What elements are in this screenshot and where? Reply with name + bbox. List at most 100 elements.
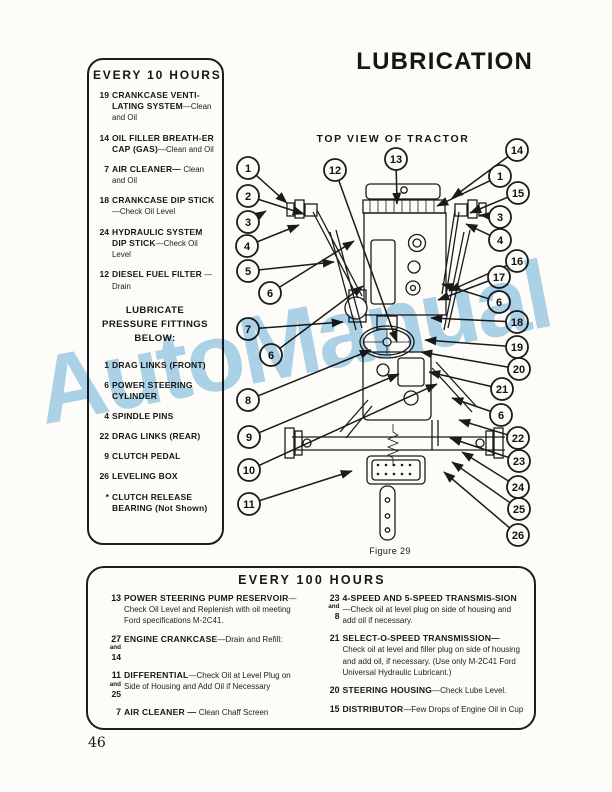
- callout-leader-line: [279, 285, 364, 349]
- callout-number: 1: [245, 163, 251, 175]
- callout-leader-line: [458, 418, 508, 436]
- callout-number: 19: [511, 342, 523, 354]
- service-item: 15 DISTRIBUTOR—Few Drops of Engine Oil i…: [319, 704, 525, 715]
- callout-leader-line: [258, 258, 335, 271]
- service-item: 7 AIR CLEANER — Clean Chaff Screen: [100, 707, 306, 718]
- fitting-item: 1 DRAG LINKS (FRONT): [93, 360, 217, 371]
- fittings-subheading: LUBRICATE PRESSURE FITTINGS BELOW:: [102, 304, 208, 344]
- service-item: 24 HYDRAULIC SYSTEM DIP STICK—Check Oil …: [93, 227, 217, 261]
- every-10-hours-title: EVERY 10 HOURS: [93, 68, 222, 82]
- item-number: 20: [329, 685, 340, 696]
- fitting-item: 9 CLUTCH PEDAL: [93, 451, 217, 462]
- callout-circle: [237, 492, 261, 516]
- callout-circle: [507, 357, 531, 381]
- callout-layer: 1234567689101112131411534161761819202162…: [235, 138, 531, 547]
- item-number: 4: [104, 410, 109, 421]
- page-number: 46: [88, 735, 106, 751]
- item-note: —Check oil at level plug on side of hous…: [342, 605, 512, 626]
- callout-number: 11: [243, 499, 255, 511]
- callout-circle: [505, 138, 529, 162]
- item-name: LEVELING BOX: [112, 471, 178, 482]
- callout-leader-line: [465, 223, 491, 236]
- item-note: Check oil at level and filler plug on si…: [342, 645, 520, 677]
- callout-number: 21: [496, 384, 508, 396]
- callout-leader-line: [255, 174, 288, 204]
- callout-number: 22: [512, 433, 524, 445]
- item-conjunction: and: [109, 644, 121, 652]
- left-column: 13 POWER STEERING PUMP RESERVOIR —Check O…: [100, 593, 306, 725]
- item-name: CRANKCASE VENTI-LATING SYSTEM: [112, 90, 200, 112]
- asterisk-marker: *: [105, 491, 109, 502]
- callout-circle: [506, 475, 530, 499]
- item-number: 12: [99, 269, 109, 280]
- callout-number: 23: [513, 456, 525, 468]
- item-number: 19: [99, 90, 109, 100]
- item-number: 6: [104, 379, 109, 390]
- item-conjunction: and: [328, 603, 340, 611]
- item-note: —Check Oil Level: [112, 238, 198, 260]
- callout-circle: [489, 403, 513, 427]
- callout-circle: [506, 426, 530, 450]
- callout-leader-line: [258, 198, 305, 215]
- item-note: —Check Oil at Level Plug on Side of Hous…: [124, 671, 291, 692]
- callout-leader-line: [424, 336, 507, 347]
- callout-leader-line: [451, 461, 511, 504]
- item-number: 22: [99, 431, 109, 441]
- callout-leader-line: [254, 210, 267, 221]
- item-name: AIR CLEANER —: [124, 706, 197, 717]
- callout-circle: [323, 158, 347, 182]
- item-name: DIFFERENTIAL: [124, 670, 189, 681]
- item-name: ENGINE CRANKCASE: [124, 633, 218, 644]
- callout-circle: [488, 205, 512, 229]
- item-name: OIL FILLER BREATH-ER CAP (GAS): [112, 132, 214, 154]
- callout-number: 3: [245, 217, 251, 229]
- item-note: —Drain and Refill:: [217, 634, 283, 644]
- service-item: 14 OIL FILLER BREATH-ER CAP (GAS)—Clean …: [93, 133, 217, 155]
- callout-number: 25: [513, 504, 525, 516]
- callout-circle: [488, 228, 512, 252]
- callout-circle: [258, 281, 282, 305]
- service-item: 21 SELECT-O-SPEED TRANSMISSION— Check oi…: [319, 633, 525, 678]
- item-name: CRANKCASE DIP STICK: [112, 195, 215, 206]
- callout-circle: [505, 249, 529, 273]
- callout-circle: [488, 164, 512, 188]
- item-name: SPINDLE PINS: [112, 410, 174, 421]
- item-conjunction: and: [109, 680, 121, 688]
- item-note: —Clean and Oil: [112, 102, 212, 123]
- callout-circle: [236, 259, 260, 283]
- callout-leader-line: [258, 383, 438, 467]
- callout-number: 26: [512, 530, 524, 542]
- item-note: —Check Lube Level.: [432, 686, 507, 696]
- callout-number: 6: [498, 410, 504, 422]
- service-item: 13 POWER STEERING PUMP RESERVOIR—Check O…: [100, 593, 306, 627]
- item-number: 15: [329, 703, 340, 714]
- callout-leader-line: [436, 180, 491, 207]
- callout-circle: [237, 458, 261, 482]
- callout-leader-line: [449, 437, 509, 459]
- callout-circle: [490, 377, 514, 401]
- callout-number: 14: [511, 145, 524, 157]
- item-name: SELECT-O-SPEED TRANSMISSION—: [342, 633, 500, 644]
- item-name: POWER STEERING PUMP RESERVOIR: [124, 593, 289, 603]
- callout-circle: [506, 181, 530, 205]
- item-number: 18: [99, 195, 109, 206]
- callout-leader-line: [258, 373, 400, 434]
- callout-number: 16: [511, 256, 523, 268]
- item-number-2: 25: [111, 688, 121, 699]
- item-number: 7: [116, 706, 121, 717]
- callout-leader-line: [441, 283, 489, 300]
- fitting-item: * CLUTCH RELEASE BEARING (Not Shown): [93, 492, 217, 514]
- every-10-hours-box: EVERY 10 HOURS 19 CRANKCASE VENTI-LATING…: [87, 58, 224, 545]
- item-name: DISTRIBUTOR: [342, 703, 404, 714]
- service-item: 18 CRANKCASE DIP STICK —Check Oil Level: [93, 195, 217, 217]
- item-name: POWER STEERING CYLINDER: [112, 379, 193, 401]
- callout-number: 3: [497, 212, 503, 224]
- callout-number: 4: [497, 235, 504, 247]
- fitting-item: 22 DRAG LINKS (REAR): [93, 431, 217, 442]
- item-number: 13: [111, 593, 121, 603]
- callout-circle: [384, 147, 408, 171]
- callout-number: 10: [243, 465, 255, 477]
